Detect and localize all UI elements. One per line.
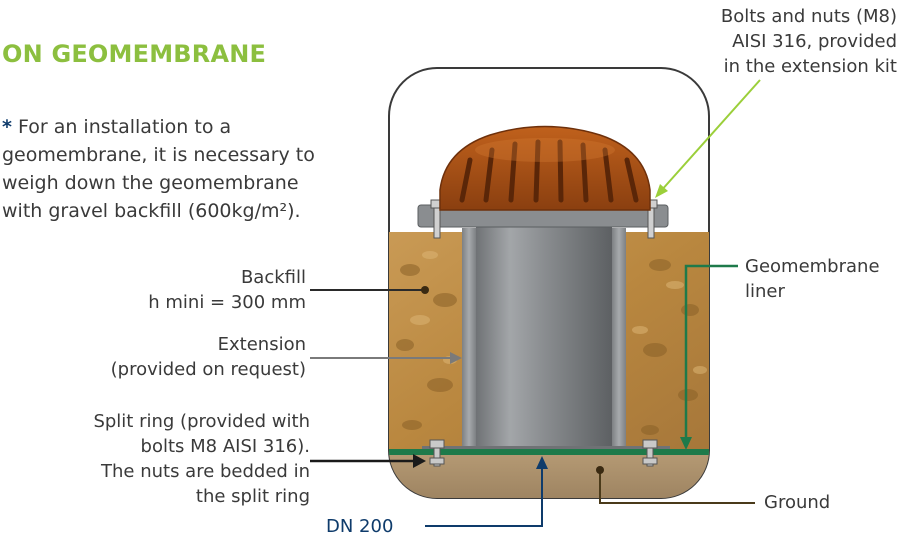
label-dn200: DN 200: [326, 516, 394, 537]
label-bolts: Bolts and nuts (M8) AISI 316, provided i…: [720, 6, 897, 77]
bolts-leader: [659, 79, 761, 193]
extension-wall-left: [462, 228, 476, 450]
label-extension: Extension (provided on request): [110, 334, 306, 380]
note-asterisk: *: [2, 116, 12, 138]
label-geomembrane: Geomembrane liner: [745, 256, 880, 302]
geomembrane-leader: [684, 264, 738, 440]
installation-note: * For an installation to a geomembrane, …: [2, 113, 362, 225]
dome-slots: [459, 139, 639, 203]
extension-wall-right: [612, 228, 626, 450]
dn200-leader: [425, 466, 543, 527]
soil-texture: [396, 259, 699, 435]
dn200-pipe: [476, 222, 612, 450]
dome-grate: [439, 125, 651, 211]
ground-leader: [599, 472, 755, 504]
label-split-ring: Split ring (provided with bolts M8 AISI …: [93, 411, 310, 507]
label-backfill: Backfill h mini = 300 mm: [148, 267, 306, 313]
page-title: ON GEOMEMBRANE: [2, 40, 267, 68]
top-bolts: [430, 199, 658, 239]
geomembrane-liner: [389, 449, 709, 455]
note-text: For an installation to a geomembrane, it…: [2, 116, 315, 222]
label-ground: Ground: [764, 492, 831, 513]
split-ring-bolts: [429, 439, 658, 467]
